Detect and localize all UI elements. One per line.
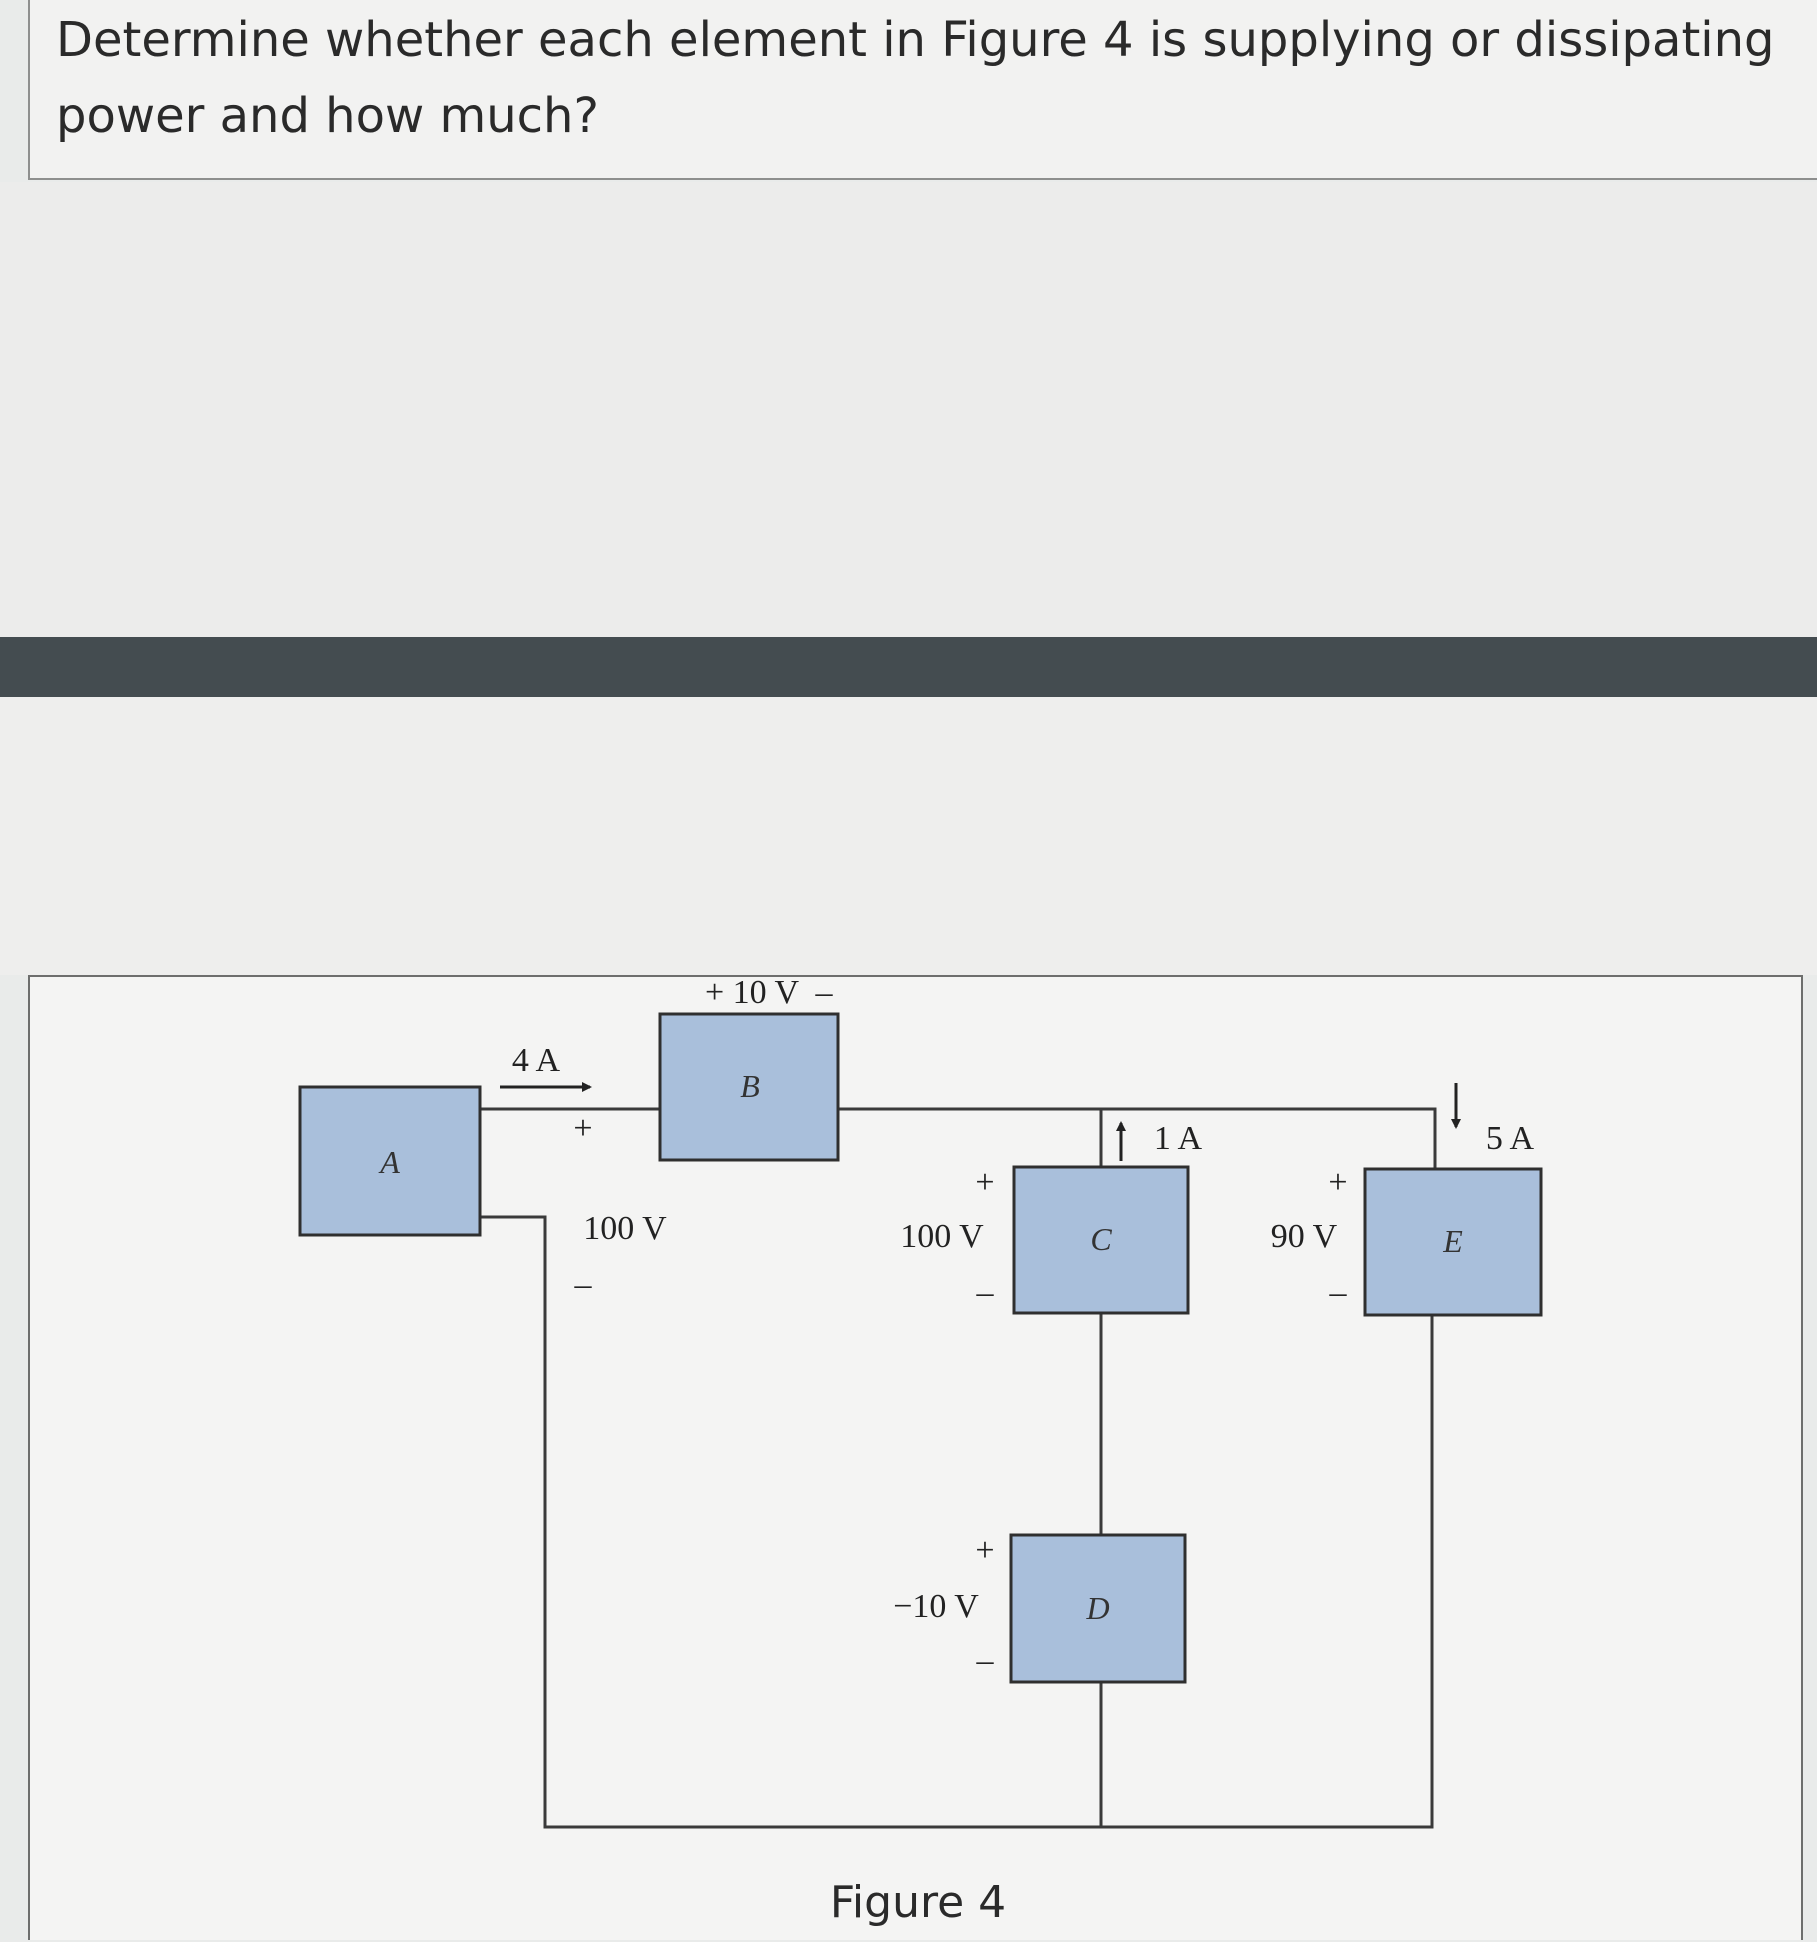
plus-sign-d: +: [975, 1532, 994, 1569]
current-label-c: 1 A: [1154, 1120, 1203, 1157]
voltage-label-d: −10 V: [893, 1588, 979, 1625]
plus-sign-e: +: [1328, 1164, 1347, 1201]
figure-panel: A B C D E 4 A 1 A 5 A + 10 V – + 100: [28, 975, 1803, 1940]
circuit-wires: [478, 1107, 1437, 1829]
voltage-label-e: 90 V: [1271, 1218, 1338, 1255]
voltage-label-b: + 10 V: [705, 977, 800, 1011]
element-b: B: [658, 1012, 840, 1162]
element-d: D: [1009, 1533, 1187, 1684]
minus-sign-c: –: [976, 1274, 995, 1311]
minus-sign-d: –: [976, 1642, 995, 1679]
element-c-label: C: [1090, 1221, 1112, 1257]
current-label-a: 4 A: [512, 1042, 561, 1079]
figure-caption: Figure 4: [830, 1877, 1006, 1928]
divider-bar: [0, 637, 1817, 697]
minus-sign-e: –: [1329, 1274, 1348, 1311]
blank-panel: [0, 182, 1817, 637]
plus-sign-a: +: [573, 1110, 592, 1147]
element-a-label: A: [378, 1144, 400, 1180]
element-b-label: B: [740, 1068, 760, 1104]
element-e-label: E: [1442, 1223, 1463, 1259]
element-e: E: [1363, 1167, 1543, 1317]
element-c: C: [1012, 1165, 1190, 1315]
element-a: A: [298, 1085, 482, 1237]
element-d-label: D: [1085, 1590, 1109, 1626]
current-label-e: 5 A: [1486, 1120, 1535, 1157]
plus-sign-c: +: [975, 1164, 994, 1201]
voltage-label-c: 100 V: [900, 1218, 984, 1255]
minus-sign-a: –: [574, 1266, 593, 1303]
gap-panel: [0, 697, 1817, 975]
question-text: Determine whether each element in Figure…: [56, 12, 1775, 144]
voltage-label-a: 100 V: [583, 1210, 667, 1247]
minus-sign-b: –: [815, 977, 834, 1011]
circuit-diagram: A B C D E 4 A 1 A 5 A + 10 V – + 100: [298, 977, 1543, 1928]
question-card: Determine whether each element in Figure…: [28, 0, 1817, 180]
